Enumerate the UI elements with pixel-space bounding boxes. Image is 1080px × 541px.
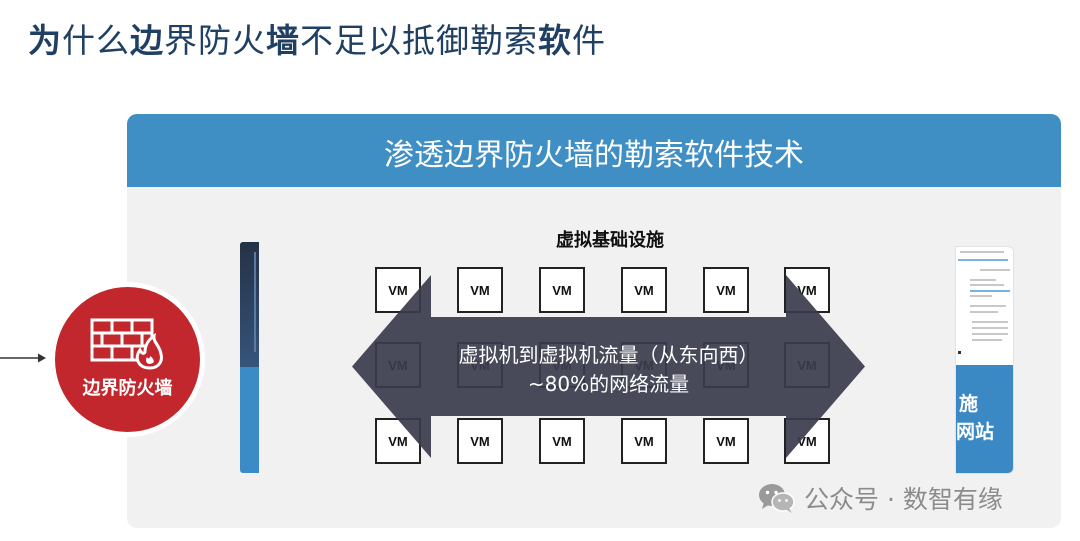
title-part: 件: [572, 21, 606, 60]
east-west-traffic-arrow: [352, 275, 865, 458]
vm-box: VM: [621, 267, 667, 313]
right-screenshot-card: 施 网站: [955, 246, 1014, 474]
card-text-2: 网站: [956, 421, 995, 443]
left-screenshot-strip: [240, 242, 259, 473]
vm-box: VM: [703, 267, 749, 313]
card-text-line: [970, 279, 996, 281]
wechat-icon: [759, 484, 795, 513]
card-text-line: [972, 333, 1008, 335]
traffic-percentage: ~80%的网络流量: [527, 372, 690, 396]
card-text-line: [980, 269, 1010, 271]
card-text-line: [972, 321, 1008, 323]
title-part: 什么: [62, 21, 130, 60]
virtual-infrastructure-label: 虚拟基础设施: [556, 230, 664, 251]
card-text-1: 施: [959, 393, 979, 415]
card-text-line: [970, 284, 1004, 286]
vm-box: VM: [457, 418, 503, 464]
firewall-label: 边界防火墙: [82, 378, 173, 399]
title-part: 界防火: [164, 21, 266, 60]
title-part: 边: [130, 21, 164, 60]
incoming-arrow-icon: [0, 353, 46, 363]
title-part: 不足以抵御勒索: [300, 21, 538, 60]
title-part: 软: [538, 21, 572, 60]
vm-box: VM: [539, 267, 585, 313]
vm-box: VM: [457, 267, 503, 313]
title-part: 为: [28, 21, 62, 60]
card-text-line: [970, 295, 992, 297]
card-blue-area: [956, 365, 1013, 473]
firewall-icon: [90, 318, 163, 370]
traffic-label: 虚拟机到虚拟机流量（从东向西）: [458, 343, 759, 367]
card-text-line: [972, 327, 1008, 329]
panel-title: 渗透边界防火墙的勒索软件技术: [384, 138, 804, 173]
diagram-panel: 渗透边界防火墙的勒索软件技术: [127, 114, 1061, 528]
card-text-line: [972, 339, 1002, 341]
watermark-text: 公众号 · 数智有缘: [804, 485, 1003, 514]
vm-box: VM: [703, 418, 749, 464]
vm-box: VM: [539, 418, 585, 464]
card-mark: [958, 351, 961, 354]
panel-header: 渗透边界防火墙的勒索软件技术: [127, 114, 1061, 187]
card-link-line: [958, 259, 1008, 261]
card-text-line: [960, 251, 1004, 253]
card-text-line: [970, 311, 998, 313]
left-strip-line: [254, 252, 256, 352]
title-part: 墙: [266, 21, 300, 60]
card-link-line: [970, 290, 1010, 292]
vm-box: VM: [621, 418, 667, 464]
watermark: 公众号 · 数智有缘: [758, 478, 1003, 518]
card-text-line: [970, 305, 1006, 307]
page-title: 为什么边界防火墙不足以抵御勒索软件: [28, 14, 606, 62]
left-strip-dark-area: [240, 242, 259, 367]
